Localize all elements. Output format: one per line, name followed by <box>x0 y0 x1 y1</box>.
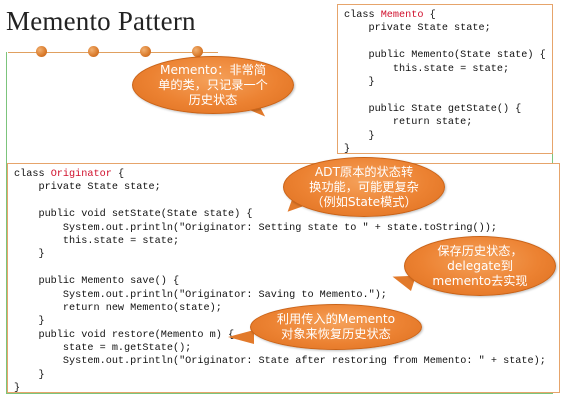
memento-code-line <box>344 89 552 102</box>
originator-code-line: } <box>14 383 21 395</box>
memento-code-line: } <box>344 76 375 88</box>
originator-code-line: System.out.println("Originator: Saving t… <box>14 289 387 301</box>
originator-code-line: } <box>14 369 45 381</box>
originator-code-line: class Originator { <box>14 168 559 181</box>
bullet-dot-3 <box>140 46 151 57</box>
bullet-dot-2 <box>88 46 99 57</box>
originator-code-line: state = m.getState(); <box>14 343 192 355</box>
slide-title: Memento Pattern <box>6 6 196 36</box>
memento-code-line: private State state; <box>344 23 491 35</box>
memento-code-block: class Memento { private State state; pub… <box>337 4 553 155</box>
originator-code-line: public void setState(State state) { <box>14 209 253 221</box>
originator-code-line: } <box>14 316 45 328</box>
bullet-dot-4 <box>192 46 203 57</box>
memento-code-line: } <box>344 130 375 142</box>
originator-code-line: this.state = state; <box>14 235 180 247</box>
memento-note-text: Memento：非常简 单的类，只记录一个 历史状态 <box>158 62 268 107</box>
bullet-dot-1 <box>36 46 47 57</box>
memento-brace: { <box>423 10 436 21</box>
adt-note-text: ADT原本的状态转 换功能，可能更复杂 （例如State模式） <box>309 164 419 209</box>
originator-code-line: return new Memento(state); <box>14 302 222 314</box>
originator-code-line: public Memento save() { <box>14 276 180 288</box>
save-note-text: 保存历史状态， delegate到 memento去实现 <box>432 243 528 288</box>
memento-code-line: this.state = state; <box>344 63 510 75</box>
originator-code-line: private State state; <box>14 182 161 194</box>
restore-note-tail <box>228 330 254 344</box>
restore-note-text: 利用传入的Memento 对象来恢复历史状态 <box>276 312 396 341</box>
memento-code-line: } <box>344 143 351 155</box>
memento-code-line: class Memento { <box>344 9 552 22</box>
memento-code-line: public Memento(State state) { <box>344 50 546 62</box>
memento-code-line: public State getState() { <box>344 103 522 115</box>
originator-keyword: class <box>14 169 51 180</box>
save-note-callout: 保存历史状态， delegate到 memento去实现 <box>404 236 556 296</box>
originator-class-name: Originator <box>50 169 112 180</box>
restore-note-callout: 利用传入的Memento 对象来恢复历史状态 <box>250 304 422 350</box>
memento-note-callout: Memento：非常简 单的类，只记录一个 历史状态 <box>132 56 294 114</box>
originator-code-line: } <box>14 249 45 261</box>
adt-note-callout: ADT原本的状态转 换功能，可能更复杂 （例如State模式） <box>283 157 445 217</box>
originator-brace: { <box>111 169 125 180</box>
originator-code-line: System.out.println("Originator: State af… <box>14 356 546 368</box>
memento-code-line <box>344 36 552 49</box>
memento-keyword: class <box>344 10 381 21</box>
originator-code-line: System.out.println("Originator: Setting … <box>14 222 497 234</box>
memento-code-line: return state; <box>344 117 473 129</box>
title-underline <box>8 52 218 53</box>
memento-class-name: Memento <box>380 10 424 21</box>
